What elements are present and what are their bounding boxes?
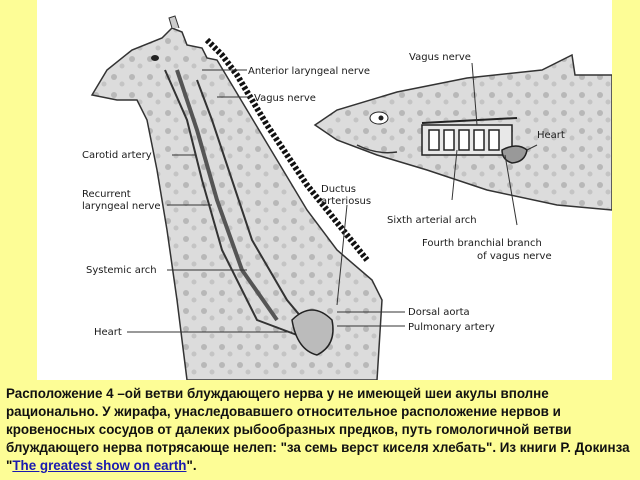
anatomy-figure: Anterior laryngeal nerve Vagus nerve Car… (37, 0, 612, 380)
label-ductus-2: arteriosus (321, 196, 371, 207)
label-heart-giraffe: Heart (94, 327, 122, 338)
label-vagus-nerve-shark: Vagus nerve (409, 52, 471, 63)
caption-text: Расположение 4 –ой ветви блуждающего нер… (6, 386, 630, 473)
label-systemic-arch: Systemic arch (86, 265, 157, 276)
caption: Расположение 4 –ой ветви блуждающего нер… (6, 385, 634, 475)
giraffe-eye (151, 55, 159, 61)
shark-mouth (356, 144, 398, 154)
label-dorsal-aorta: Dorsal aorta (408, 307, 470, 318)
giraffe-artery (175, 69, 279, 322)
label-fourth-branchial-1: Fourth branchial branch (422, 238, 542, 249)
label-heart-shark: Heart (537, 130, 565, 141)
label-sixth-arterial-arch: Sixth arterial arch (387, 215, 477, 226)
book-title-link[interactable]: The greatest show on earth (12, 458, 187, 473)
anatomy-diagram: Anterior laryngeal nerve Vagus nerve Car… (82, 15, 612, 380)
label-recurrent-2: laryngeal nerve (82, 201, 161, 212)
label-carotid-artery: Carotid artery (82, 150, 152, 161)
giraffe-horn (168, 15, 180, 29)
label-anterior-laryngeal-nerve: Anterior laryngeal nerve (248, 66, 370, 77)
giraffe-leaders (127, 69, 405, 333)
label-ductus-1: Ductus (321, 184, 356, 195)
label-pulmonary-artery: Pulmonary artery (408, 322, 495, 333)
giraffe-drawing (90, 15, 383, 380)
label-fourth-branchial-2: of vagus nerve (477, 251, 552, 262)
shark-leaders (451, 62, 538, 226)
giraffe-mane (204, 37, 370, 262)
giraffe-heart (291, 309, 334, 356)
shark-drawing (313, 53, 612, 211)
shark-vagus-nerve (421, 117, 518, 124)
caption-tail: ". (186, 458, 197, 473)
shark-gill-arches (421, 124, 513, 156)
label-recurrent-1: Recurrent (82, 189, 131, 200)
shark-heart (501, 145, 528, 164)
shark-pupil (378, 115, 384, 121)
label-vagus-nerve-giraffe: Vagus nerve (254, 93, 316, 104)
